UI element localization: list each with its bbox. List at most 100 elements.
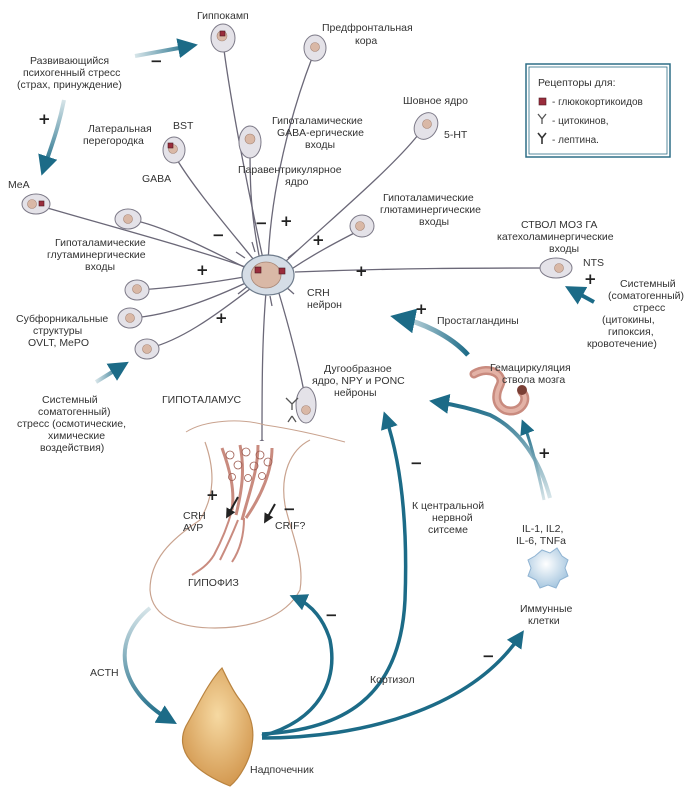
acth-arrow bbox=[122, 606, 177, 725]
label-pituitary: ГИПОФИЗ bbox=[188, 577, 239, 589]
label-systemic-left-3: стресс (осмотические, bbox=[17, 418, 126, 430]
legend: Рецепторы для: - глюкокортикоидов - цито… bbox=[525, 63, 671, 158]
glucocorticoid-receptor-icon bbox=[167, 142, 174, 149]
label-paraventricular-1: Паравентрикулярное bbox=[238, 164, 342, 176]
label-stress-psy-3: (страх, принуждение) bbox=[17, 79, 122, 91]
label-arcuate-3: нейроны bbox=[334, 387, 377, 399]
sign-minus: − bbox=[325, 606, 338, 624]
cytokine-receptor-icon bbox=[537, 113, 547, 124]
label-circ-2: ствола мозга bbox=[502, 374, 565, 386]
glucocorticoid-receptor-icon bbox=[38, 200, 45, 207]
label-prefrontal-1: Предфронтальная bbox=[322, 22, 413, 34]
sign-plus: + bbox=[196, 261, 209, 279]
immune-cell bbox=[527, 547, 569, 589]
label-nts: NTS bbox=[583, 257, 604, 269]
glucocorticoid-receptor-icon bbox=[538, 97, 547, 106]
label-hypo-gaba-1: Гипоталамические bbox=[272, 115, 363, 127]
sign-plus: + bbox=[280, 212, 293, 230]
sign-minus: − bbox=[410, 454, 423, 472]
label-hypo-glu-right-1: Гипоталамические bbox=[383, 192, 474, 204]
feedback-signs: − + − − + + + + + + + + − + − − − bbox=[38, 52, 597, 665]
label-hypo-glu-left-2: глутаминергические bbox=[47, 249, 146, 261]
label-circ-1: Гемациркуляция bbox=[490, 362, 571, 374]
neuron-network bbox=[33, 49, 549, 456]
label-systemic-left-1: Системный bbox=[42, 394, 98, 406]
label-brainstem-2: катехоламинергические bbox=[497, 231, 614, 243]
sign-plus: + bbox=[215, 309, 228, 327]
label-cytokines-2: IL-6, TNFa bbox=[516, 535, 566, 547]
label-immune-1: Иммунные bbox=[520, 603, 572, 615]
sign-plus: + bbox=[538, 444, 551, 462]
label-hypothalamus: ГИПОТАЛАМУС bbox=[162, 394, 242, 406]
label-crh-neuron-2: нейрон bbox=[307, 299, 342, 311]
label-arcuate-2: ядро, NPY и PONC bbox=[312, 375, 405, 387]
arcuate-neuron bbox=[295, 386, 317, 424]
label-stress-psy-1: Развивающийся bbox=[30, 55, 109, 67]
sign-plus: + bbox=[415, 300, 428, 318]
label-systemic-right-6: кровотечение) bbox=[587, 338, 657, 350]
label-mea: MeA bbox=[8, 179, 30, 191]
label-systemic-left-2: соматогенный) bbox=[38, 406, 111, 418]
label-acth: ACTH bbox=[90, 667, 119, 679]
label-cytokines-1: IL-1, IL2, bbox=[522, 523, 563, 535]
glucocorticoid-receptor-icon bbox=[254, 266, 262, 274]
label-hypo-glu-right-3: входы bbox=[419, 216, 449, 228]
sign-plus: + bbox=[38, 110, 51, 128]
sign-minus: − bbox=[482, 647, 495, 665]
label-lateral-septum-2: перегородка bbox=[83, 135, 144, 147]
systemic-stress-right-arrow bbox=[564, 286, 595, 305]
label-to-cns-2: нервной bbox=[432, 512, 473, 524]
label-crh-avp-1: CRH bbox=[183, 510, 206, 522]
adrenal-gland bbox=[181, 666, 254, 787]
label-raphe: Шовное ядро bbox=[403, 95, 468, 107]
label-hypo-glu-left-1: Гипоталамические bbox=[55, 237, 146, 249]
legend-item-leptin: - лептина. bbox=[552, 135, 599, 146]
prostaglandins-arrow bbox=[390, 308, 470, 357]
label-hypo-gaba-2: GABA-ергические bbox=[277, 127, 364, 139]
label-arcuate-1: Дугообразное bbox=[324, 363, 392, 375]
cortisol-to-immune-arrow bbox=[261, 630, 524, 740]
label-systemic-right-3: стресс bbox=[633, 302, 665, 314]
crh-neuron bbox=[241, 254, 295, 296]
label-paraventricular-2: ядро bbox=[285, 176, 309, 188]
legend-title: Рецепторы для: bbox=[538, 77, 616, 89]
label-crh-avp-2: AVP bbox=[183, 522, 203, 534]
label-subfornical-2: структуры bbox=[33, 325, 82, 337]
label-hypo-glu-left-3: входы bbox=[85, 261, 115, 273]
label-systemic-left-4: химические bbox=[48, 430, 105, 442]
label-hippocampus: Гиппокамп bbox=[197, 10, 249, 22]
label-stress-psy-2: психогенный стресс bbox=[23, 67, 120, 79]
label-brainstem-3: входы bbox=[549, 243, 579, 255]
label-5ht: 5-HT bbox=[444, 129, 468, 141]
peripheral-neurons bbox=[21, 23, 573, 424]
label-prefrontal-2: кора bbox=[355, 35, 377, 47]
hypothalamus-pituitary bbox=[149, 420, 346, 629]
cortisol-to-pituitary-arrow bbox=[261, 594, 334, 738]
label-systemic-left-5: воздействия) bbox=[40, 442, 104, 454]
sign-minus: − bbox=[283, 500, 296, 518]
label-hypo-glu-right-2: глютаминергические bbox=[380, 204, 481, 216]
sign-plus: + bbox=[206, 486, 219, 504]
cytokine-to-vessel-arrow bbox=[520, 419, 546, 501]
labels: Гиппокамп Предфронтальная кора Развивающ… bbox=[8, 10, 684, 776]
sign-minus: − bbox=[255, 214, 268, 232]
glucocorticoid-receptor-icon bbox=[278, 267, 286, 275]
label-gaba: GABA bbox=[142, 173, 171, 185]
label-adrenal: Надпочечник bbox=[250, 764, 314, 776]
label-subfornical-3: OVLT, MePO bbox=[28, 337, 89, 349]
sign-minus: − bbox=[212, 226, 225, 244]
label-systemic-right-1: Системный bbox=[620, 278, 676, 290]
brainstem-vessel bbox=[469, 366, 530, 416]
sign-plus: + bbox=[584, 270, 597, 288]
legend-item-glucocorticoid: - глюкокортикоидов bbox=[552, 97, 643, 108]
label-hypo-gaba-3: входы bbox=[305, 139, 335, 151]
systemic-stress-left-arrow bbox=[94, 361, 129, 384]
sign-minus: − bbox=[150, 52, 163, 70]
label-systemic-right-5: гипоксия, bbox=[608, 326, 654, 338]
label-lateral-septum-1: Латеральная bbox=[88, 123, 152, 135]
label-bst: BST bbox=[173, 120, 194, 132]
label-crif: CRIF? bbox=[275, 520, 305, 532]
sign-plus: + bbox=[312, 231, 325, 249]
